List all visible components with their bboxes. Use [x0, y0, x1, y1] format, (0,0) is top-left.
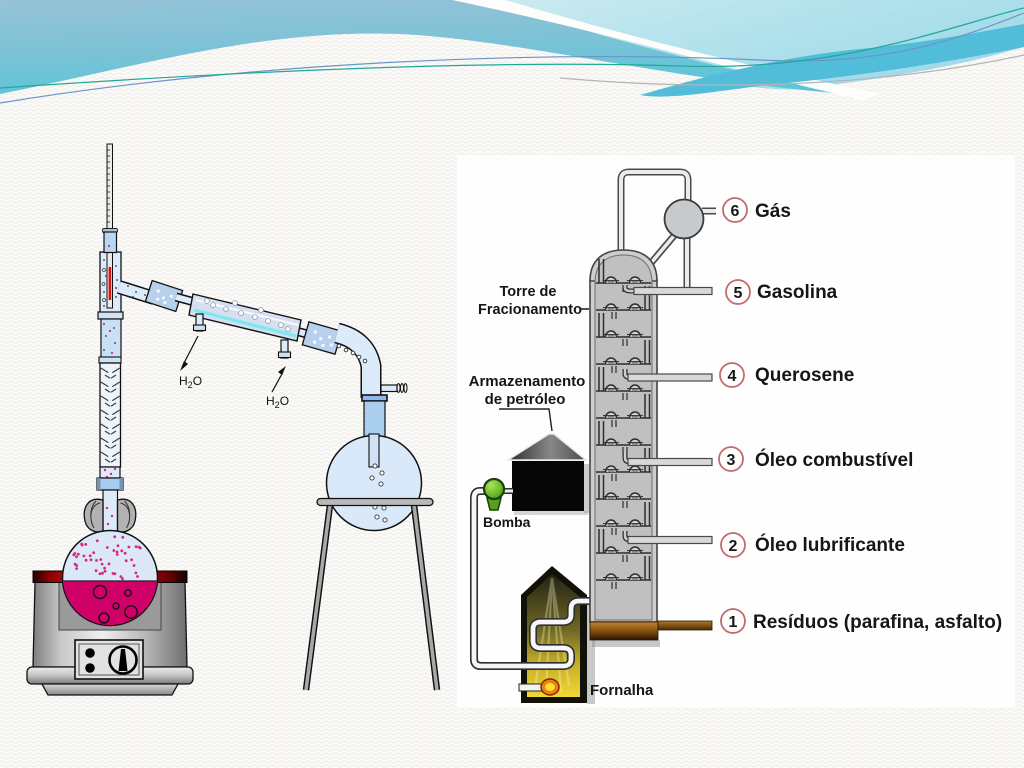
svg-text:Armazenamento: Armazenamento [469, 373, 586, 390]
svg-text:Querosene: Querosene [755, 365, 854, 386]
svg-text:5: 5 [734, 285, 743, 302]
svg-text:6: 6 [731, 203, 740, 220]
svg-text:1: 1 [729, 614, 738, 631]
svg-text:H2O: H2O [179, 374, 202, 390]
svg-text:H2O: H2O [266, 394, 289, 410]
svg-text:4: 4 [728, 368, 737, 385]
svg-text:Óleo lubrificante: Óleo lubrificante [755, 534, 905, 556]
svg-text:Gás: Gás [755, 201, 791, 222]
svg-text:Óleo combustível: Óleo combustível [755, 449, 913, 471]
svg-text:de petróleo: de petróleo [485, 391, 566, 408]
svg-text:Fornalha: Fornalha [590, 682, 654, 699]
svg-text:Resíduos (parafina, asfalto): Resíduos (parafina, asfalto) [753, 612, 1002, 633]
svg-text:Fracionamento: Fracionamento [478, 302, 582, 318]
svg-text:3: 3 [727, 452, 736, 469]
svg-text:Bomba: Bomba [483, 514, 531, 530]
svg-text:Gasolina: Gasolina [757, 282, 838, 303]
svg-text:2: 2 [729, 538, 738, 555]
svg-text:Torre de: Torre de [500, 284, 557, 300]
